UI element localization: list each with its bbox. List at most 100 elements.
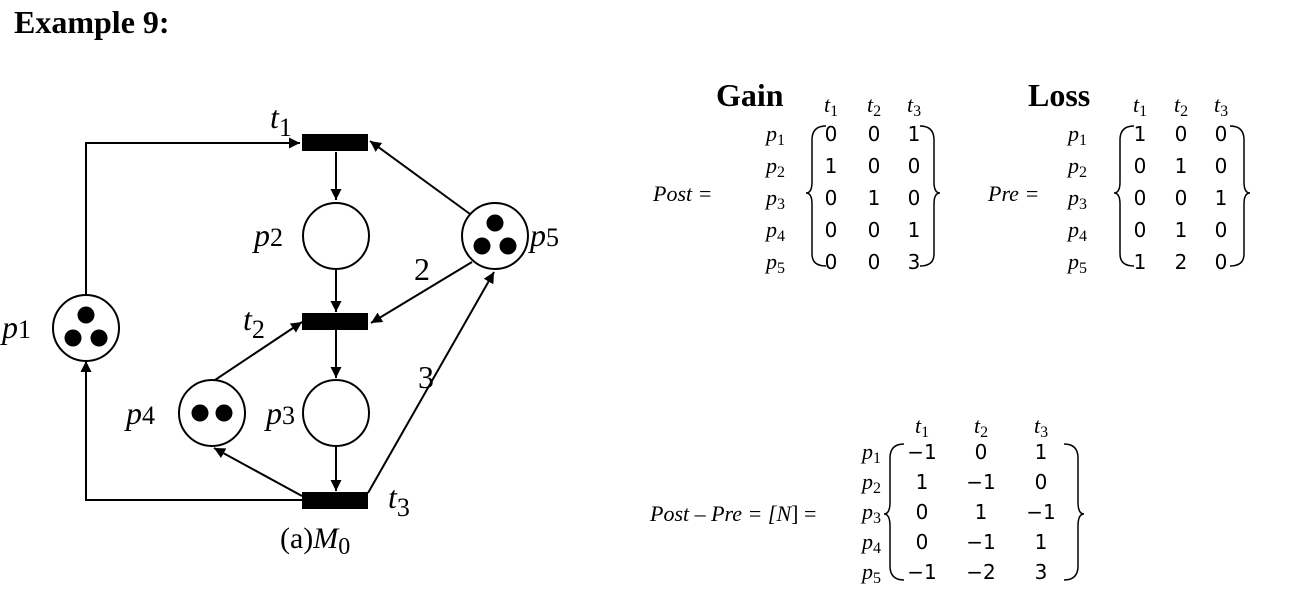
gain-cell: 0	[825, 218, 838, 242]
gain-col-header-t3: t3	[907, 92, 921, 120]
arc-p1-t1	[85, 137, 300, 296]
incidence-cell: −1	[907, 440, 936, 464]
gain-cell: 1	[825, 154, 838, 178]
gain-cell: 0	[868, 218, 881, 242]
gain-cell: 3	[908, 250, 921, 274]
gain-row-header-p4: p4	[764, 217, 785, 245]
gain-row-header-p3: p3	[764, 185, 785, 213]
token-p1-1	[77, 306, 95, 324]
gain-cell: 1	[908, 218, 921, 242]
label-t2: t2	[243, 301, 265, 344]
tokens	[64, 214, 517, 422]
loss-cell: 0	[1215, 154, 1228, 178]
post-lhs: Post =	[652, 181, 712, 206]
incidence-row-header-p5: p5	[860, 559, 881, 587]
incidence-cell: −1	[907, 560, 936, 584]
loss-cell: 1	[1134, 250, 1147, 274]
gain-right-brace	[919, 125, 941, 267]
place-p2	[302, 202, 370, 270]
arc-t3-p5	[367, 271, 495, 494]
loss-cell: 0	[1134, 154, 1147, 178]
gain-cell: 0	[825, 186, 838, 210]
gain-cell: 0	[868, 250, 881, 274]
label-p4: p4	[124, 395, 155, 431]
incidence-cell: −2	[966, 560, 995, 584]
loss-col-header-t1: t1	[1133, 92, 1147, 120]
incidence-right-brace	[1063, 443, 1085, 581]
label-t1: t1	[270, 99, 292, 142]
gain-col-header-t1: t1	[824, 92, 838, 120]
incidence-cell: 0	[975, 440, 988, 464]
loss-row-header-p4: p4	[1066, 217, 1087, 245]
loss-row-header-p1: p1	[1066, 121, 1087, 149]
label-p2: p2	[252, 217, 283, 253]
loss-col-header-t2: t2	[1174, 92, 1188, 120]
loss-cell: 0	[1215, 122, 1228, 146]
place-p1	[52, 294, 120, 362]
token-p5-3	[499, 237, 517, 255]
loss-row-header-p2: p2	[1066, 153, 1087, 181]
gain-left-brace	[805, 125, 827, 267]
gain-cell: 1	[908, 122, 921, 146]
gain-row-header-p5: p5	[764, 249, 785, 277]
petri-net	[80, 137, 495, 501]
token-p5-1	[486, 214, 504, 232]
place-p3	[302, 379, 370, 447]
token-p1-3	[90, 329, 108, 347]
incidence-row-header-p2: p2	[860, 469, 881, 497]
transitions	[302, 134, 368, 509]
label-p5: p5	[528, 217, 559, 253]
page-title: Example 9:	[14, 4, 170, 40]
loss-cell: 0	[1175, 122, 1188, 146]
loss-cell: 0	[1175, 186, 1188, 210]
incidence-cell: 1	[916, 470, 929, 494]
arc-p5-t1	[369, 140, 471, 215]
label-t3: t3	[388, 479, 410, 522]
pre-lhs: Pre =	[987, 181, 1039, 206]
token-p5-2	[473, 237, 491, 255]
loss-cell: 1	[1134, 122, 1147, 146]
incidence-col-header-t2: t2	[974, 413, 988, 441]
token-p1-2	[64, 329, 82, 347]
loss-cell: 0	[1215, 218, 1228, 242]
loss-cell: 1	[1215, 186, 1228, 210]
loss-heading: Loss	[1028, 77, 1090, 113]
label-p3: p3	[264, 395, 295, 431]
gain-cell: 0	[868, 122, 881, 146]
incidence-cell: 0	[916, 530, 929, 554]
gain-cell: 0	[908, 186, 921, 210]
incidence-cell: 3	[1035, 560, 1048, 584]
loss-cell: 0	[1215, 250, 1228, 274]
loss-col-header-t3: t3	[1214, 92, 1228, 120]
gain-col-header-t2: t2	[867, 92, 881, 120]
arc-p5-t2	[370, 261, 473, 324]
loss-cell: 0	[1134, 186, 1147, 210]
place-p5	[461, 202, 529, 270]
loss-cell: 2	[1175, 250, 1188, 274]
gain-row-header-p1: p1	[764, 121, 785, 149]
arc-weight-p5-t2: 2	[414, 251, 430, 287]
arc-weight-t3-p5: 3	[418, 359, 434, 395]
loss-row-header-p3: p3	[1066, 185, 1087, 213]
incidence-lhs: Post – Pre = [N] =	[649, 501, 816, 526]
incidence-row-header-p4: p4	[860, 529, 881, 557]
incidence-cell: 1	[975, 500, 988, 524]
caption-m0: (a)M0	[280, 522, 350, 560]
arc-p4-t2	[211, 321, 303, 383]
gain-cell: 0	[825, 250, 838, 274]
loss-cell: 0	[1134, 218, 1147, 242]
loss-row-header-p5: p5	[1066, 249, 1087, 277]
gain-heading: Gain	[716, 77, 784, 113]
loss-cell: 1	[1175, 154, 1188, 178]
arc-t3-p1	[80, 361, 302, 501]
incidence-cell: 1	[1035, 440, 1048, 464]
incidence-col-header-t3: t3	[1034, 413, 1048, 441]
label-p1: p1	[0, 309, 31, 345]
gain-cell: 1	[868, 186, 881, 210]
arc-t3-p4	[213, 447, 303, 497]
incidence-col-header-t1: t1	[915, 413, 929, 441]
